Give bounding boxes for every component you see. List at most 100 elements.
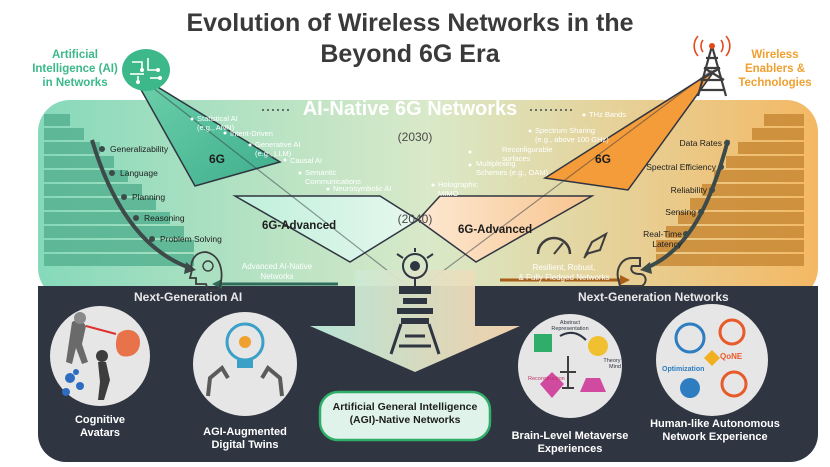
capability-reasoning: Reasoning (144, 213, 185, 223)
ai-technique-sublabel: Communications (305, 176, 361, 186)
ai-technique-intent: Intent-Driven (230, 129, 273, 139)
ai-technique-statistical: Statistical AI (e.g., ANN) (197, 114, 238, 132)
next-generation-networks-banner: Next-Generation Networks (578, 290, 729, 304)
agi-native-networks-label: Artificial General Intelligence (AGI)-Na… (322, 401, 488, 427)
left-curved-arrow (90, 139, 191, 270)
wireless-technique-label: THz Bands (589, 110, 627, 119)
right-6g-advanced-shape (416, 195, 595, 263)
left-capability-dots (99, 146, 155, 242)
next-generation-ai-banner: Next-Generation AI (134, 290, 243, 304)
wireless-technique-sublabel: Schemes (e.g., OAM) (476, 167, 549, 177)
agi-tower-icon (389, 248, 441, 355)
ai-in-networks-label: Artificial Intelligence (AI) in Networks (20, 48, 130, 90)
right-corner-line-3: Technologies (738, 77, 812, 89)
resilient-line-1: Resilient, Robust, (532, 263, 596, 272)
advanced-ai-native-line-2: Networks (260, 272, 294, 281)
icon-text: Abstract (559, 320, 581, 326)
cell-tower-icon (693, 35, 731, 97)
right-capability-dots (683, 140, 730, 237)
wireless-enablers-label: Wireless Enablers & Technologies (722, 48, 828, 90)
agi-native-box (318, 390, 492, 442)
ai-technique-label: Neurosymbolic AI (333, 184, 392, 193)
use-case-line-2: Avatars (80, 427, 120, 439)
icon-text: Representation (551, 326, 589, 332)
qone-text: QoNE (720, 352, 743, 361)
wireless-technique-thz: THz Bands (589, 110, 627, 120)
use-case-line-2: Network Experience (662, 431, 768, 443)
metaverse-diagram-icon (534, 331, 608, 398)
digital-twins-label: AGI-Augmented Digital Twins (185, 426, 305, 452)
use-case-line-2: Experiences (537, 443, 603, 455)
lightbulb-gear-icon (225, 322, 265, 368)
ai-head-icon (188, 251, 223, 291)
wireless-technique-label: Multiplexing (476, 159, 516, 168)
capability-generalizability: Generalizability (110, 144, 169, 154)
resilient-line-2: & Fully Fledged Networks (518, 273, 610, 282)
icon-text: Theory of (603, 358, 627, 364)
right-curved-arrow (645, 139, 730, 270)
use-case-line-1: Brain-Level Metaverse (511, 430, 629, 442)
rocket-icon (583, 231, 608, 259)
agi-native-line-2: (AGI)-Native Networks (349, 414, 461, 426)
left-corner-line-1: Artificial (51, 49, 98, 61)
capability-real-time-latency: Real-Time Latency (643, 229, 682, 249)
cognitive-avatars-label: Cognitive Avatars (55, 414, 145, 440)
robot-arm-icon (206, 364, 284, 397)
ai-technique-semantic: Semantic Communications (305, 168, 361, 186)
right-corner-line-2: Enablers & (744, 63, 806, 75)
ai-technique-label: Semantic (305, 168, 337, 177)
use-case-line-2: Digital Twins (211, 439, 279, 451)
wireless-technique-sublabel: MIMO (438, 188, 459, 198)
left-6g-advanced-label: 6G-Advanced (262, 220, 337, 232)
ai-technique-sublabel: (e.g., ANN) (197, 122, 235, 132)
right-corner-line-1: Wireless (751, 49, 799, 61)
year-2040: (2040) (397, 212, 433, 226)
right-6g-label: 6G (595, 152, 612, 166)
avatar-figures-icon (62, 312, 140, 400)
capability-planning: Planning (132, 192, 166, 202)
wireless-technique-reconfigurable: Reconfigurable surfaces (502, 145, 553, 163)
year-2030: (2030) (397, 130, 433, 144)
ai-technique-generative: Generative AI (e.g., LLM) (255, 140, 301, 158)
ai-technique-label: Causal AI (290, 156, 323, 165)
left-corner-line-3: in Networks (42, 77, 108, 89)
reconstruction-text: Reconstruction (528, 376, 565, 382)
capability-sensing: Sensing (665, 207, 696, 217)
abstract-representation-text: Abstract Representation (540, 320, 600, 332)
strong-arm-icon (616, 257, 647, 287)
brain-circuit-icon (122, 49, 170, 91)
left-6g-label: 6G (209, 152, 226, 166)
use-case-line-1: Human-like Autonomous (650, 418, 780, 430)
wireless-technique-multiplexing: Multiplexing Schemes (e.g., OAM) (476, 159, 549, 177)
theory-of-mind-text: Theory of Mind (602, 358, 628, 370)
page-title: Evolution of Wireless Networks in the Be… (150, 8, 670, 70)
wireless-technique-sublabel: (e.g., above 100 GHz) (535, 134, 609, 144)
title-line-1: Evolution of Wireless Networks in the (186, 9, 634, 37)
autonomous-network-label: Human-like Autonomous Network Experience (640, 418, 790, 444)
advanced-ai-native-label: Advanced AI-Native Networks (222, 262, 332, 282)
ai-technique-sublabel: (e.g., LLM) (255, 148, 292, 158)
ai-technique-label: Generative AI (255, 140, 301, 149)
capability-reliability: Reliability (670, 185, 707, 195)
capability-spectral-efficiency: Spectral Efficiency (646, 162, 716, 172)
resilient-networks-label: Resilient, Robust, & Fully Fledged Netwo… (500, 263, 628, 283)
use-case-line-1: AGI-Augmented (203, 426, 287, 438)
wireless-technique-label: Reconfigurable (502, 145, 553, 154)
title-line-2: Beyond 6G Era (320, 40, 500, 68)
capability-data-rates: Data Rates (679, 138, 722, 148)
right-6g-advanced-label: 6G-Advanced (458, 224, 533, 236)
autonomous-gears-icon (674, 318, 748, 398)
wireless-technique-holographic: Holographic MIMO (438, 180, 479, 198)
use-case-line-1: Cognitive (74, 414, 126, 426)
optimization-text: Optimization (662, 366, 705, 373)
metaverse-label: Brain-Level Metaverse Experiences (500, 430, 640, 456)
capability-problem-solving: Problem Solving (160, 234, 222, 244)
wireless-technique-sublabel: surfaces (502, 153, 531, 163)
right-staircase (656, 114, 804, 266)
advanced-ai-native-line-1: Advanced AI-Native (241, 262, 313, 271)
ai-technique-label: Statistical AI (197, 114, 238, 123)
icon-text: Mind (609, 364, 621, 370)
wireless-technique-label: Holographic (438, 180, 479, 189)
capability-language: Language (120, 168, 158, 178)
